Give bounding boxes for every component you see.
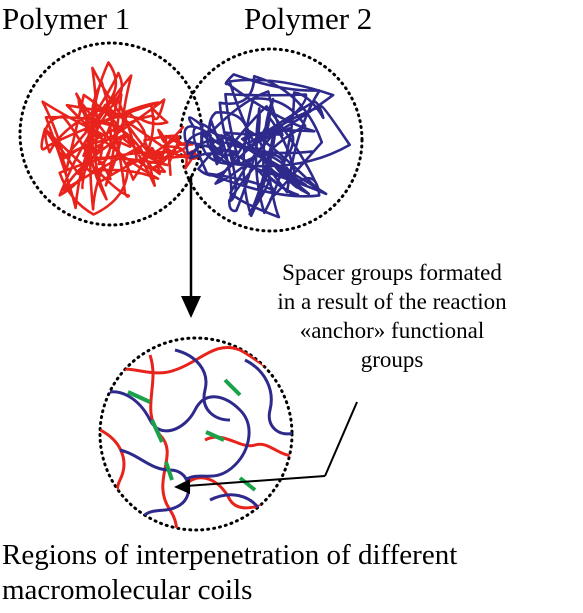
- coil-strand: [141, 125, 199, 177]
- annotation-pointer-arrowhead: [174, 479, 190, 494]
- polymer2-coil: [183, 73, 351, 219]
- polymer1-label: Polymer 1: [2, 1, 131, 36]
- annotation-line: in a result of the reaction: [277, 289, 507, 314]
- annotation-line: groups: [360, 347, 424, 372]
- spacer-link: [150, 419, 164, 443]
- annotation-line: Spacer groups formated: [282, 260, 502, 285]
- annotation-pointer-line: [185, 475, 326, 487]
- transition-arrowhead: [181, 296, 201, 318]
- coil-strand: [183, 116, 240, 177]
- polymer2-boundary-circle: [178, 47, 364, 233]
- polymer2-chain: [244, 358, 292, 436]
- polymer2-label: Polymer 2: [244, 1, 373, 36]
- coil-strand: [40, 61, 173, 216]
- polymer2-chain: [174, 348, 231, 422]
- coil-strand: [206, 73, 351, 219]
- interpenetrating-chains: [100, 346, 292, 530]
- caption-line: macromolecular coils: [2, 574, 253, 606]
- spacer-link: [238, 476, 257, 492]
- polymer1-chain: [100, 428, 151, 522]
- annotation-line: «anchor» functional: [299, 318, 485, 343]
- polymer1-coil: [40, 61, 199, 216]
- spacer-link: [223, 378, 242, 397]
- spacer-link: [205, 430, 225, 442]
- caption-line: Regions of interpenetration of different: [2, 539, 458, 571]
- spacer-link: [164, 461, 174, 481]
- polymer1-chain: [148, 354, 180, 530]
- spacer-link: [127, 390, 151, 404]
- annotation-pointer-line: [324, 401, 358, 477]
- polymer2-chain: [100, 390, 251, 482]
- figure-caption: Regions of interpenetration of different…: [2, 538, 457, 608]
- spacer-groups-annotation: Spacer groups formated in a result of th…: [222, 258, 562, 374]
